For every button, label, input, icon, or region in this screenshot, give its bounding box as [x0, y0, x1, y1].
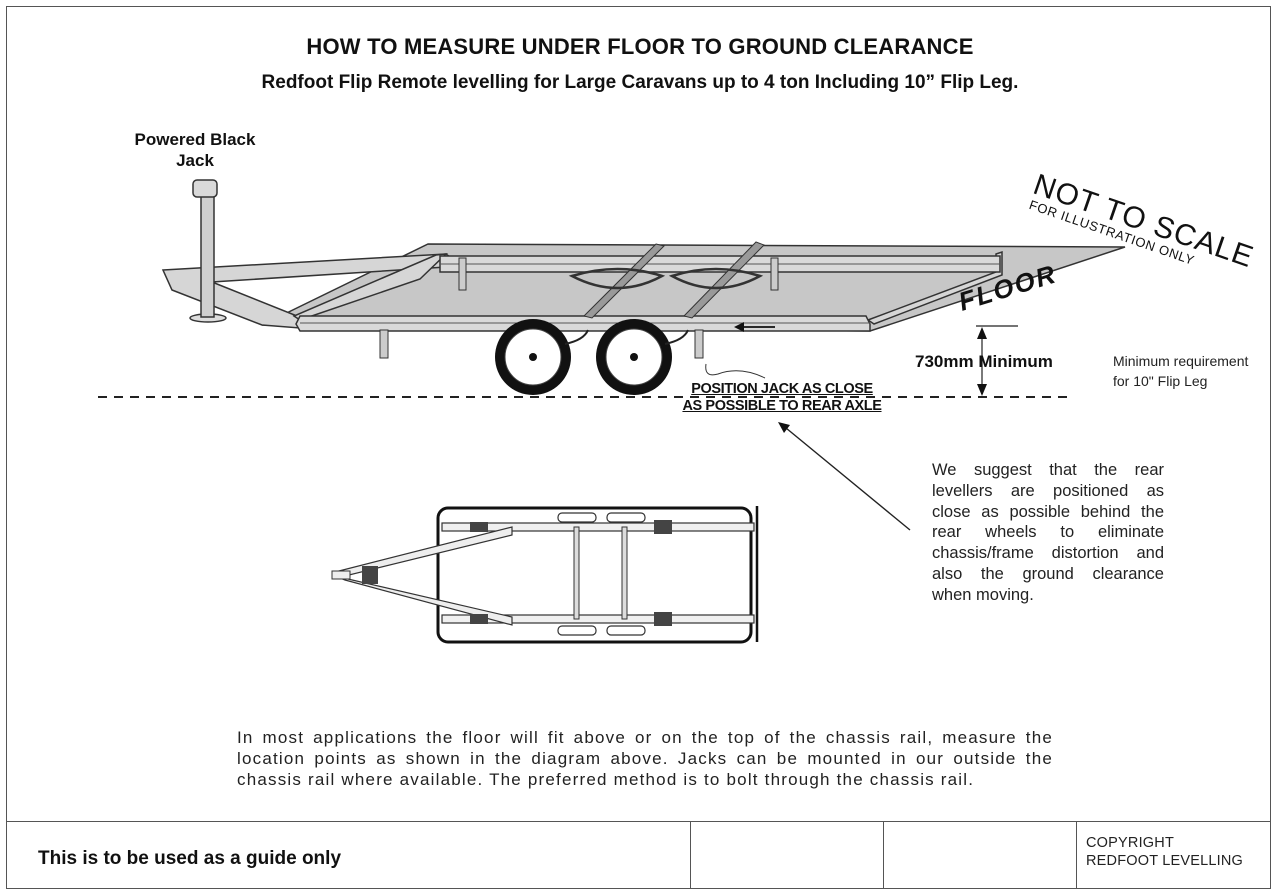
page-title: HOW TO MEASURE UNDER FLOOR TO GROUND CLE…: [306, 34, 974, 59]
plan-view: [331, 506, 759, 644]
copyright-notice: COPYRIGHT REDFOOT LEVELLING: [1086, 835, 1244, 869]
guide-disclaimer: This is to be used as a guide only: [38, 848, 342, 869]
page-border: [6, 6, 1271, 889]
position-jack-note: POSITION JACK AS CLOSE AS POSSIBLE TO RE…: [682, 381, 882, 414]
footer-cell-blank-1: [690, 822, 884, 889]
jack-post: [200, 194, 215, 318]
flip-leg-requirement: Minimum requirement for 10" Flip Leg: [1113, 353, 1249, 389]
page-subtitle: Redfoot Flip Remote levelling for Large …: [261, 72, 1019, 93]
minimum-clearance-label: 730mm Minimum: [915, 352, 1053, 371]
pointer-arrow: [785, 427, 911, 531]
leg-far-front: [458, 257, 467, 291]
suggestion-text: We suggest that the rear levellers are p…: [932, 461, 1164, 604]
jack-label: Powered Black Jack: [134, 130, 256, 170]
jack-head: [192, 179, 218, 198]
wheel-arch-rear: [668, 267, 764, 290]
front-wheel: [495, 319, 571, 395]
rear-wheel: [596, 319, 672, 395]
leg-near-rear: [694, 329, 704, 359]
footer-table: [6, 821, 1271, 889]
rear-axle-bar: [683, 241, 765, 319]
front-axle-bar: [583, 243, 665, 319]
leg-far-rear: [770, 257, 779, 291]
leg-near-front: [379, 329, 389, 359]
wheel-arch-front: [568, 267, 666, 290]
front-rail: [292, 253, 449, 321]
instructions-paragraph: In most applications the floor will fit …: [237, 728, 1053, 789]
footer-cell-copyright: [1076, 822, 1271, 889]
footer-cell-blank-2: [883, 822, 1077, 889]
